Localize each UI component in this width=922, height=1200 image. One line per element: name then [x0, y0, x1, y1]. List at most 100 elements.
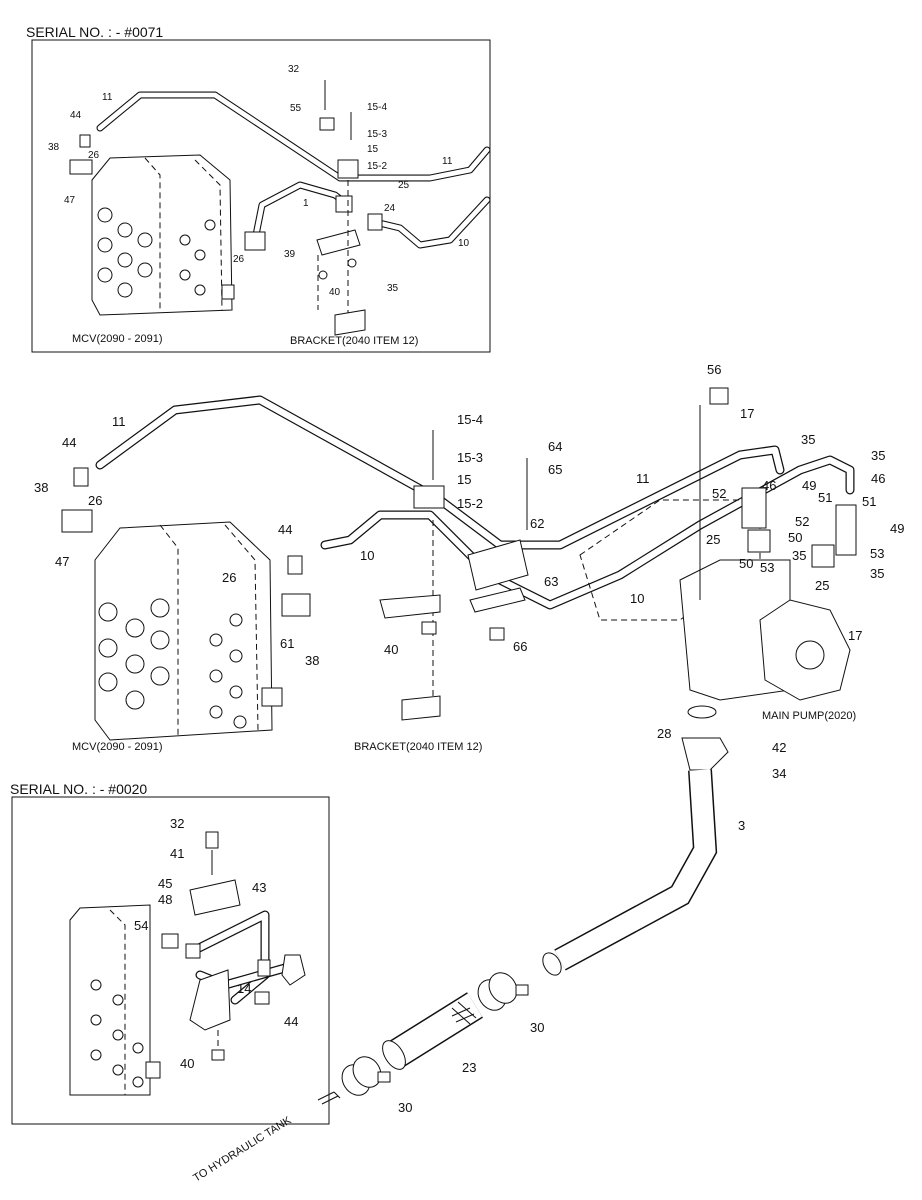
label-49-b: 49: [890, 521, 904, 536]
pipe-10-top: [371, 196, 491, 249]
flange-24-top: [367, 213, 383, 231]
label-25: 25: [398, 180, 410, 191]
flange-top-left: [244, 231, 266, 251]
bracket-14: [189, 969, 231, 1031]
clamp-55-top: [319, 117, 335, 131]
block-47-top: [69, 159, 93, 175]
label-26-b: 26: [233, 254, 245, 265]
label-10-main-b: 10: [630, 591, 644, 606]
elbow-44-main-b: [287, 555, 303, 575]
clamp-62-main: [467, 539, 529, 591]
pipe-11-main: [95, 395, 785, 550]
label-51-a: 51: [818, 490, 832, 505]
label-23: 23: [462, 1060, 476, 1075]
fitting-56: [709, 387, 729, 405]
label-42: 42: [772, 740, 786, 755]
hose-clamp-30-lower: [341, 1056, 391, 1096]
label-49-a: 49: [802, 478, 816, 493]
label-26-a: 26: [88, 150, 100, 161]
label-32: 32: [288, 64, 300, 75]
oring-28: [687, 705, 717, 719]
label-30-a: 30: [530, 1020, 544, 1035]
label-14: 14: [237, 981, 251, 996]
label-35: 35: [387, 283, 399, 294]
label-45: 45: [158, 876, 172, 891]
label-44-bottom: 44: [284, 1014, 298, 1029]
clamp-15-main: [413, 485, 445, 509]
label-15: 15: [367, 144, 379, 155]
label-30-b: 30: [398, 1100, 412, 1115]
label-38-main-b: 38: [305, 653, 319, 668]
mcv-valve-main: [94, 521, 283, 741]
label-40-bottom: 40: [180, 1056, 194, 1071]
label-15-4: 15-4: [367, 102, 387, 113]
suction-hose-assembly: 30 23 30 TO HYDRAULIC TANK: [191, 972, 544, 1185]
caption-to-hydraulic-tank: TO HYDRAULIC TANK: [191, 1114, 294, 1184]
label-11-main-a: 11: [112, 414, 126, 429]
label-56: 56: [707, 362, 721, 377]
label-15-2-main: 15-2: [457, 496, 483, 511]
main-assembly: 56 17 11 44 15-4 15-3 15 15-2 64 65 35 3…: [34, 362, 904, 976]
plug-54: [161, 933, 179, 949]
caption-mcv-top: MCV(2090 - 2091): [72, 333, 163, 345]
label-55: 55: [290, 103, 302, 114]
label-41: 41: [170, 846, 184, 861]
label-15-main: 15: [457, 472, 471, 487]
label-35-d: 35: [792, 548, 806, 563]
label-47-main: 47: [55, 554, 69, 569]
mcv-valve-top: [91, 154, 235, 316]
label-15-2: 15-2: [367, 161, 387, 172]
label-44-main-b: 44: [278, 522, 292, 537]
label-52-a: 52: [712, 486, 726, 501]
suction-pipe-3: [542, 737, 729, 976]
elbow-44-main: [73, 467, 89, 487]
block-47-main: [61, 509, 93, 533]
inset-top: SERIAL NO. : - #0071: [26, 24, 491, 353]
elbow-44-top: [79, 134, 91, 148]
label-46-b: 46: [762, 478, 776, 493]
label-24: 24: [384, 203, 396, 214]
label-11-b: 11: [442, 156, 453, 167]
label-11-a: 11: [102, 92, 113, 103]
bracket-foot-main: [401, 695, 441, 721]
label-3: 3: [738, 818, 745, 833]
inset-bottom-frame: [11, 796, 330, 1125]
label-53-a: 53: [870, 546, 884, 561]
mcv-valve-bottom: [69, 904, 161, 1096]
pipe-1-top: [251, 181, 352, 244]
label-11-main-b: 11: [636, 471, 650, 486]
label-15-3: 15-3: [367, 129, 387, 140]
label-61: 61: [280, 636, 294, 651]
caption-mcv-main: MCV(2090 - 2091): [72, 741, 163, 753]
label-34: 34: [772, 766, 786, 781]
inset-top-frame: [31, 39, 491, 353]
caption-bracket-top: BRACKET(2040 ITEM 12): [290, 335, 418, 347]
label-46-a: 46: [871, 471, 885, 486]
label-17-b: 17: [848, 628, 862, 643]
label-1: 1: [303, 198, 309, 209]
label-15-3-main: 15-3: [457, 450, 483, 465]
serial-number-bottom: SERIAL NO. : - #0020: [10, 781, 147, 797]
label-64: 64: [548, 439, 562, 454]
flange-top-mid: [335, 195, 353, 213]
label-62: 62: [530, 516, 544, 531]
block-61-main: [281, 593, 311, 617]
label-40: 40: [329, 287, 341, 298]
label-35-a: 35: [801, 432, 815, 447]
label-66: 66: [513, 639, 527, 654]
label-44: 44: [70, 110, 82, 121]
label-53-b: 53: [760, 560, 774, 575]
label-38-main-a: 38: [34, 480, 48, 495]
label-15-4-main: 15-4: [457, 412, 483, 427]
caption-bracket-main: BRACKET(2040 ITEM 12): [354, 741, 482, 753]
hose-clamp-30-upper: [477, 972, 529, 1011]
pipe-10-main: [320, 455, 855, 610]
label-40-main: 40: [384, 642, 398, 657]
label-48: 48: [158, 892, 172, 907]
label-17-a: 17: [740, 406, 754, 421]
inset-bottom: SERIAL NO. : - #0020: [10, 781, 330, 1125]
bracket-top: [316, 229, 361, 256]
label-35-b: 35: [871, 448, 885, 463]
